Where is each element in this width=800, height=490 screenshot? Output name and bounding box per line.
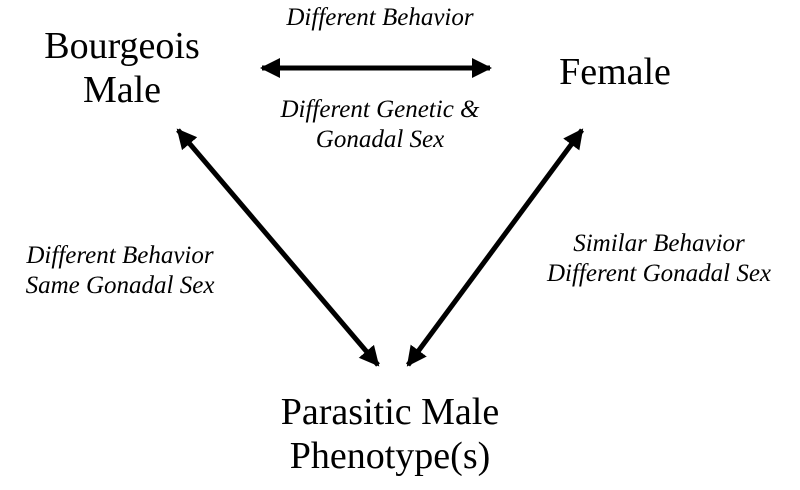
label-female-parasitic-line-2: Different Gonadal Sex [546,260,772,287]
node-female: Female [530,50,700,94]
label-bourgeois-female-bottom-line-1: Different Genetic & [280,96,480,123]
label-female-parasitic-line-1: Similar Behavior [573,230,745,257]
label-bourgeois-female-bottom: Different Genetic & Gonadal Sex [230,95,530,155]
label-bourgeois-parasitic-line-1: Different Behavior [26,242,214,269]
arrow-female-parasitic [405,128,585,367]
node-parasitic-male-line-2: Phenotype(s) [289,435,491,477]
node-female-line-1: Female [559,51,671,93]
label-bourgeois-female-top-text: Different Behavior [286,4,474,31]
node-bourgeois-male-line-1: Bourgeois [44,25,200,67]
label-female-parasitic: Similar Behavior Different Gonadal Sex [518,229,800,289]
label-bourgeois-female-bottom-line-2: Gonadal Sex [315,126,445,153]
node-bourgeois-male-line-2: Male [82,69,162,111]
arrow-bourgeois-parasitic [176,128,380,367]
label-bourgeois-parasitic: Different Behavior Same Gonadal Sex [0,241,240,301]
node-parasitic-male: Parasitic Male Phenotype(s) [220,390,560,478]
node-parasitic-male-line-1: Parasitic Male [280,391,500,433]
label-bourgeois-female-top: Different Behavior [230,3,530,33]
label-bourgeois-parasitic-line-2: Same Gonadal Sex [25,272,215,299]
node-bourgeois-male: Bourgeois Male [22,24,222,112]
